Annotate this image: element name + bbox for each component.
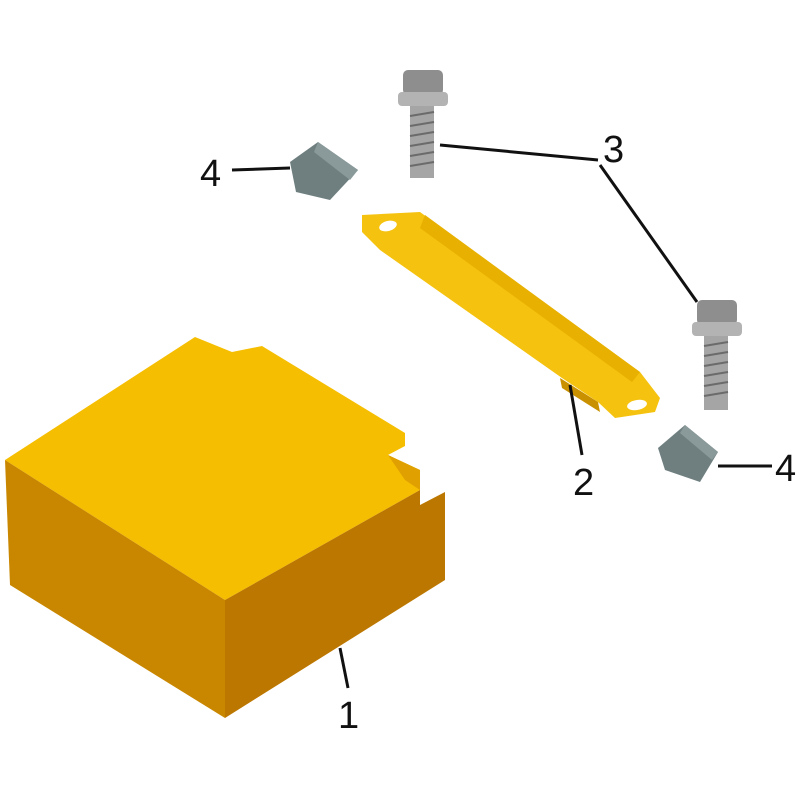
callout-4-right: 4: [775, 448, 796, 490]
retaining-bracket: [362, 212, 660, 418]
callout-1: 1: [338, 695, 359, 737]
flange-bolt: [692, 300, 742, 410]
flange-bolt: [398, 70, 448, 178]
battery-box: [5, 337, 445, 718]
rubber-pad: [290, 142, 358, 200]
callout-2: 2: [573, 462, 594, 504]
leader-lines: [231, 143, 772, 689]
rubber-pad: [658, 425, 718, 482]
callout-4-left: 4: [200, 153, 221, 195]
callout-3: 3: [603, 129, 624, 171]
